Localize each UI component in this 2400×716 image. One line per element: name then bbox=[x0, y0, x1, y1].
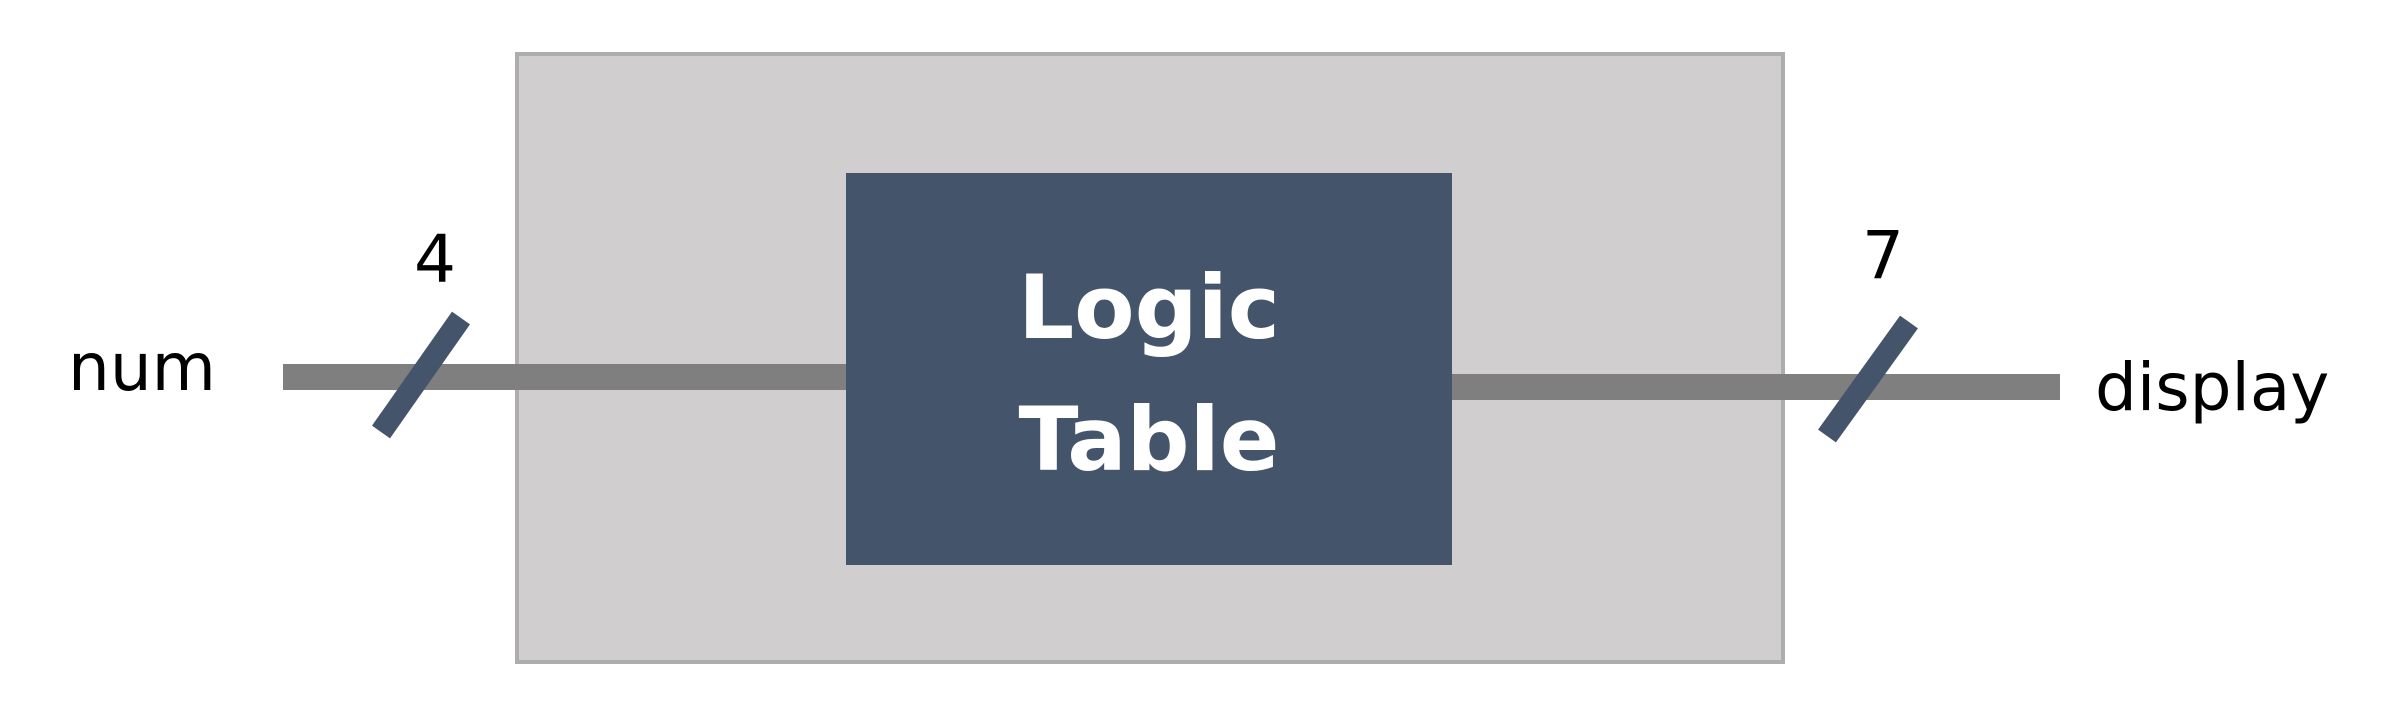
output-wire bbox=[1452, 374, 2060, 400]
input-label: num bbox=[68, 329, 216, 406]
input-wire bbox=[283, 364, 848, 390]
output-bus-slash bbox=[1818, 315, 1918, 443]
input-bus-slash bbox=[371, 311, 471, 439]
output-width-label: 7 bbox=[1862, 217, 1904, 294]
input-width-label: 4 bbox=[414, 221, 456, 298]
block-title-line1: Logic bbox=[1018, 256, 1280, 359]
logic-table-block bbox=[846, 173, 1452, 565]
block-title-line2: Table bbox=[1019, 388, 1280, 491]
output-label: display bbox=[2095, 349, 2329, 426]
